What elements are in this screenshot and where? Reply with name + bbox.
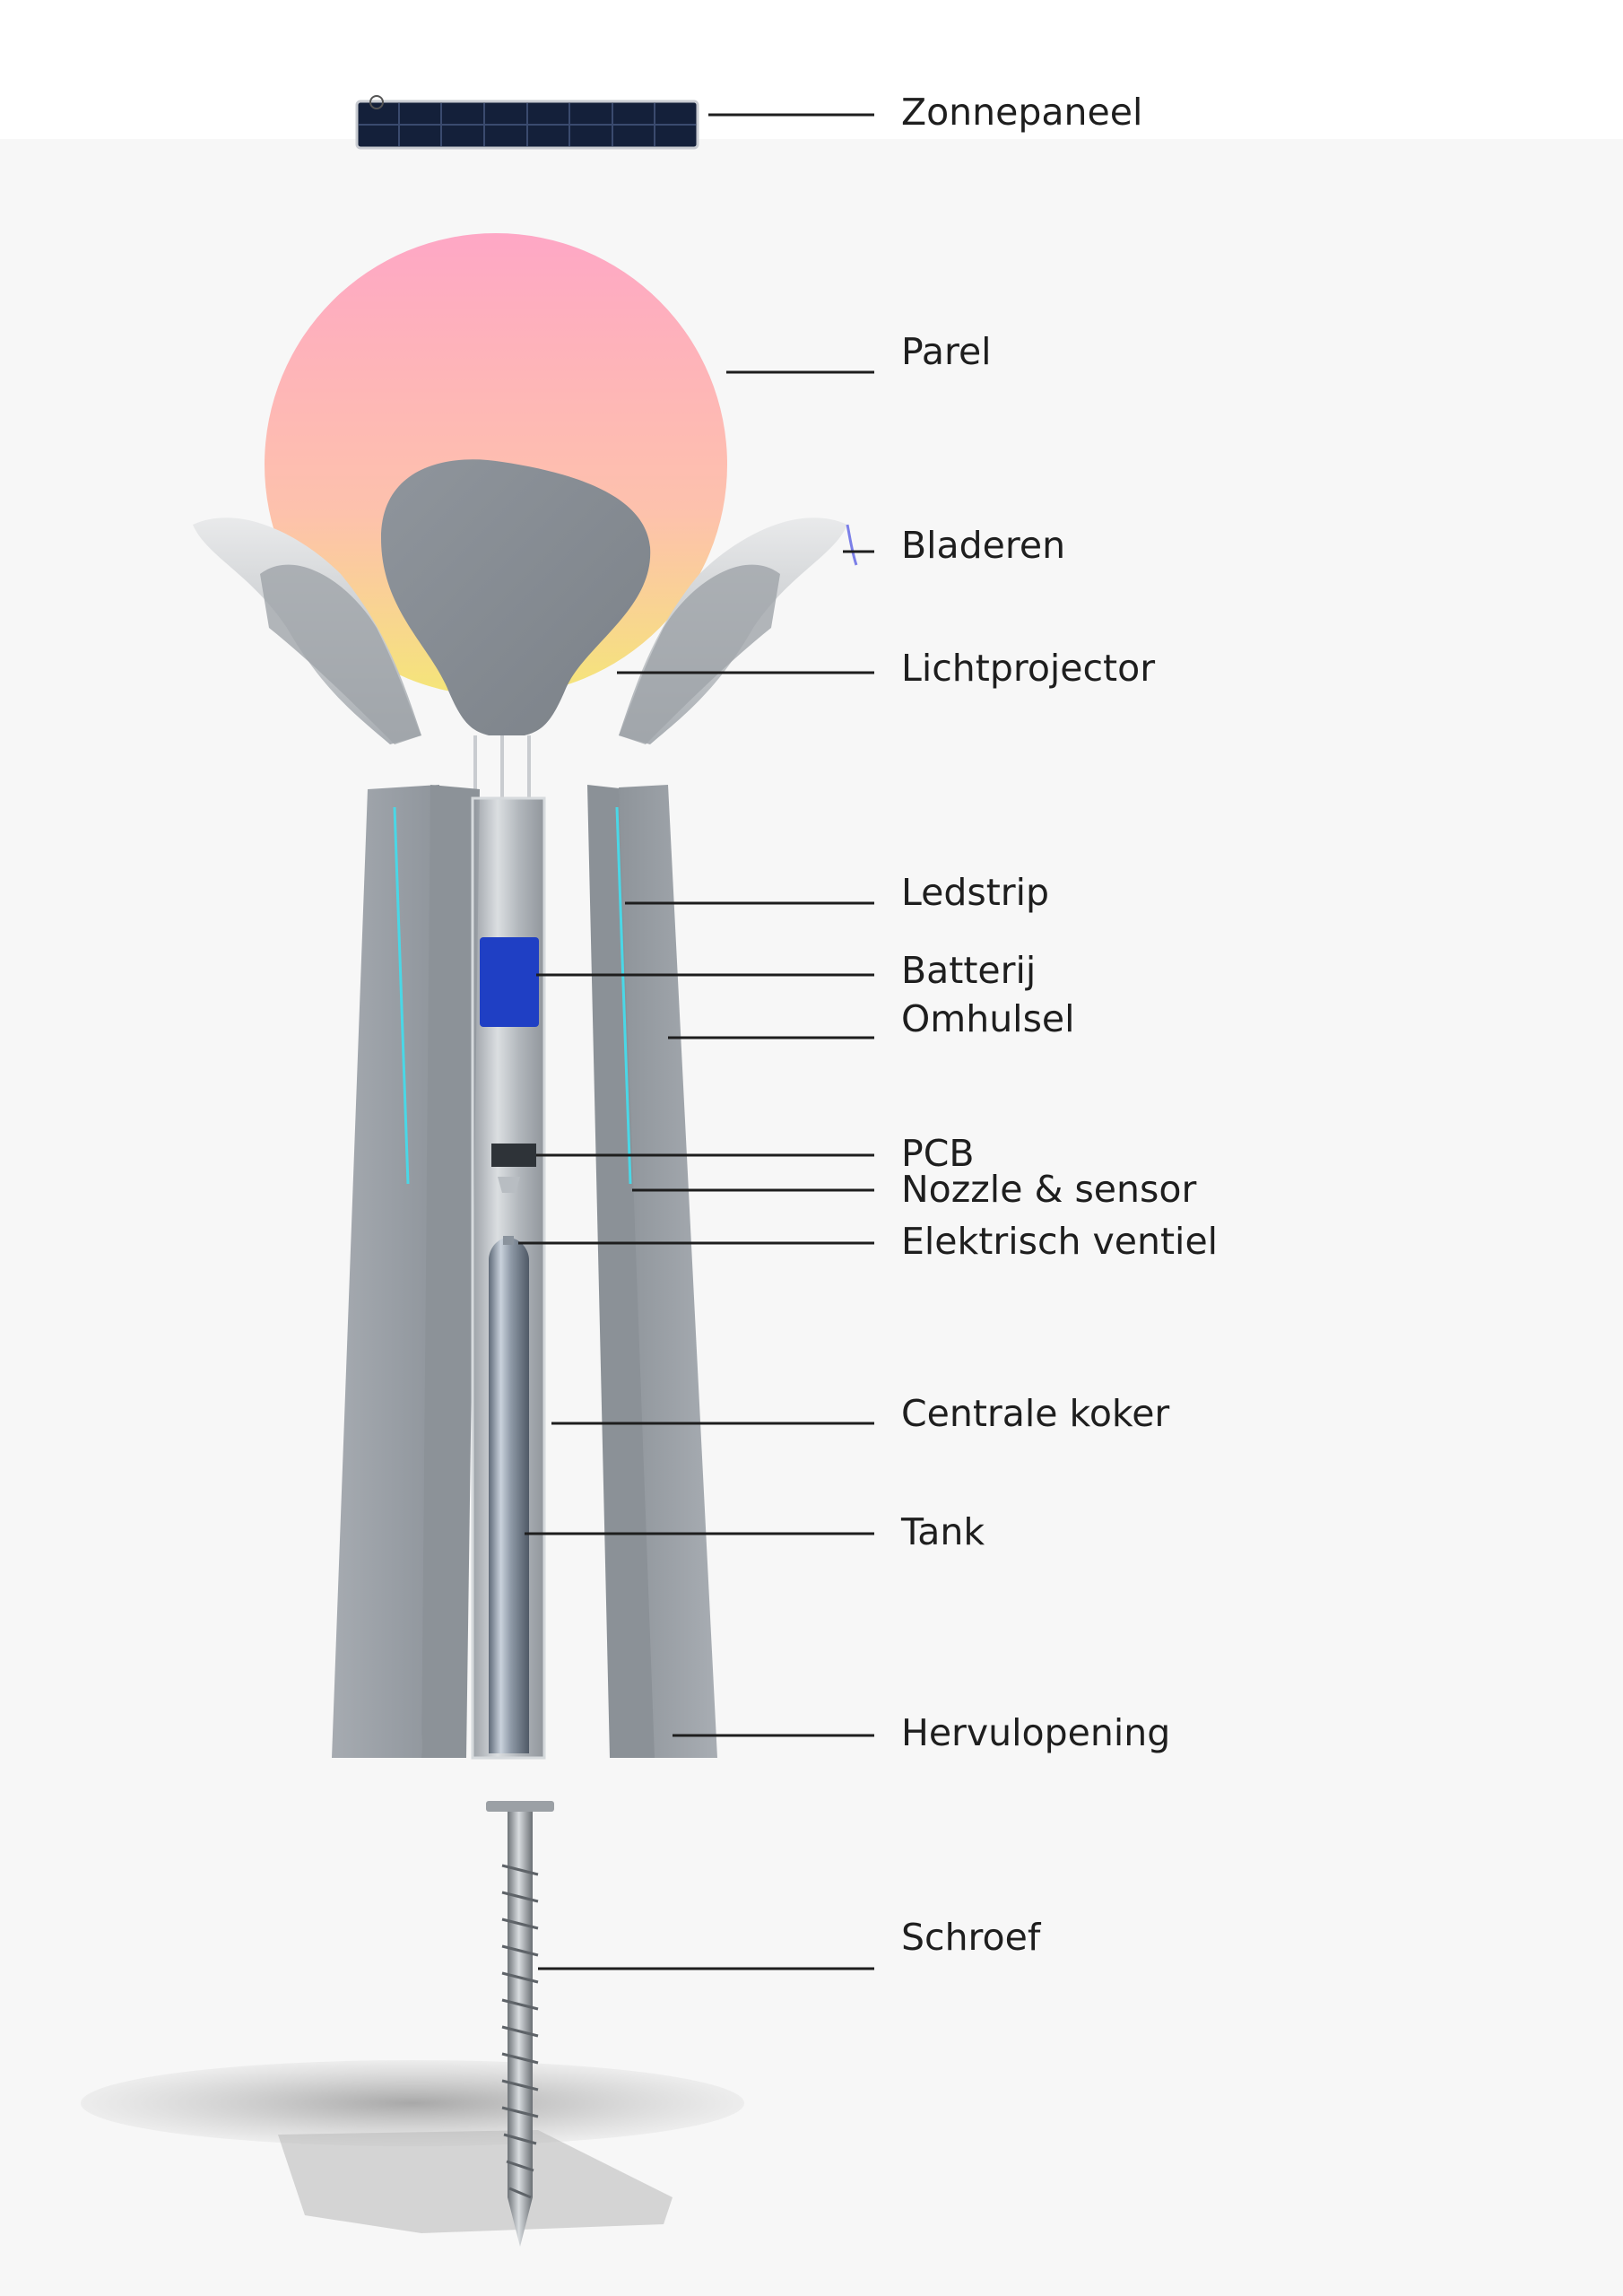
ground-shadow [81, 2060, 744, 2233]
light-projector [381, 459, 651, 735]
tank [489, 1236, 529, 1753]
label-elektrisch-ventiel: Elektrisch ventiel [901, 1220, 1219, 1263]
label-omhulsel: Omhulsel [901, 997, 1075, 1040]
label-ledstrip: Ledstrip [901, 871, 1050, 914]
leaves [193, 517, 858, 744]
label-bladeren: Bladeren [901, 524, 1066, 567]
label-parel: Parel [901, 330, 992, 373]
background-floor [0, 139, 1623, 2296]
ledstrip [393, 806, 632, 1185]
pcb [491, 1144, 536, 1167]
nozzle-sensor [498, 1177, 520, 1193]
label-centrale-koker: Centrale koker [901, 1392, 1170, 1435]
label-tank: Tank [901, 1510, 985, 1553]
leader-lines [518, 113, 874, 1970]
label-lichtprojector: Lichtprojector [901, 647, 1156, 690]
outer-shell [332, 785, 717, 1758]
screw [486, 1801, 554, 2247]
label-pcb: PCB [901, 1132, 975, 1175]
label-hervulopening: Hervulopening [901, 1711, 1171, 1754]
solar-panel [355, 95, 699, 150]
label-nozzle-sensor: Nozzle & sensor [901, 1168, 1197, 1211]
label-batterij: Batterij [901, 949, 1037, 992]
connector-pins [473, 735, 531, 798]
battery [480, 937, 539, 1027]
label-zonnepaneel: Zonnepaneel [901, 91, 1143, 134]
label-schroef: Schroef [901, 1916, 1041, 1959]
